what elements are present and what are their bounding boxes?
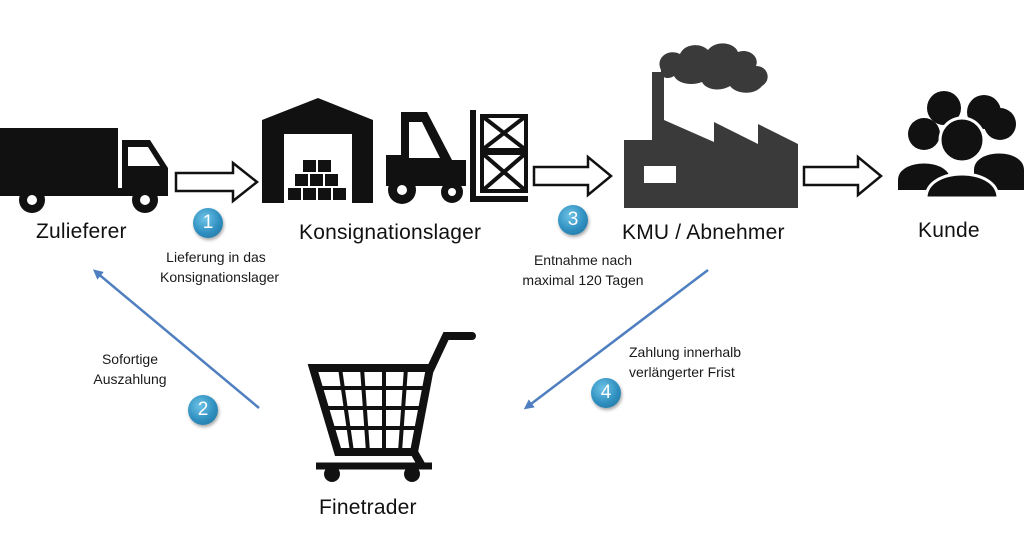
step-text-2-line-2: Auszahlung [93, 371, 167, 387]
arrow-warehouse-to-sme [532, 154, 613, 198]
people-group-icon [898, 91, 1024, 200]
node-label-customer: Kunde [918, 219, 980, 242]
node-label-supplier: Zulieferer [36, 220, 127, 243]
step-text-2: Sofortige Auszahlung [81, 349, 179, 389]
node-label-sme: KMU / Abnehmer [622, 221, 785, 244]
step-text-3: Entnahme nach maximal 120 Tagen [518, 250, 648, 290]
arrow-sme-to-customer [802, 154, 883, 198]
payment-flow-line-4 [523, 269, 709, 410]
step-text-4-line-2: verlängerter Frist [629, 364, 735, 380]
factory-icon [624, 43, 798, 208]
payment-flow-line-2 [92, 269, 260, 409]
step-badge-1: 1 [193, 208, 223, 238]
step-text-1: Lieferung in das Konsignationslager [160, 247, 280, 287]
step-badge-3: 3 [558, 205, 588, 235]
warehouse-icon [262, 98, 373, 203]
forklift-icon [386, 110, 528, 204]
step-badge-4: 4 [591, 378, 621, 408]
step-text-1-line-1: Lieferung in das [166, 249, 266, 265]
node-label-finetrader: Finetrader [319, 496, 417, 519]
node-label-warehouse: Konsignationslager [299, 221, 482, 244]
step-badge-2: 2 [188, 395, 218, 425]
step-text-2-line-1: Sofortige [101, 351, 159, 367]
arrow-supplier-to-warehouse [174, 160, 260, 204]
step-text-3-line-1: Entnahme nach [533, 252, 633, 268]
truck-icon [0, 128, 168, 213]
shopping-cart-icon [307, 332, 476, 482]
step-text-1-line-2: Konsignationslager [160, 269, 280, 285]
step-text-3-line-2: maximal 120 Tagen [522, 272, 644, 288]
step-text-4-line-1: Zahlung innerhalb [629, 344, 742, 360]
step-text-4: Zahlung innerhalb verlängerter Frist [629, 342, 741, 382]
